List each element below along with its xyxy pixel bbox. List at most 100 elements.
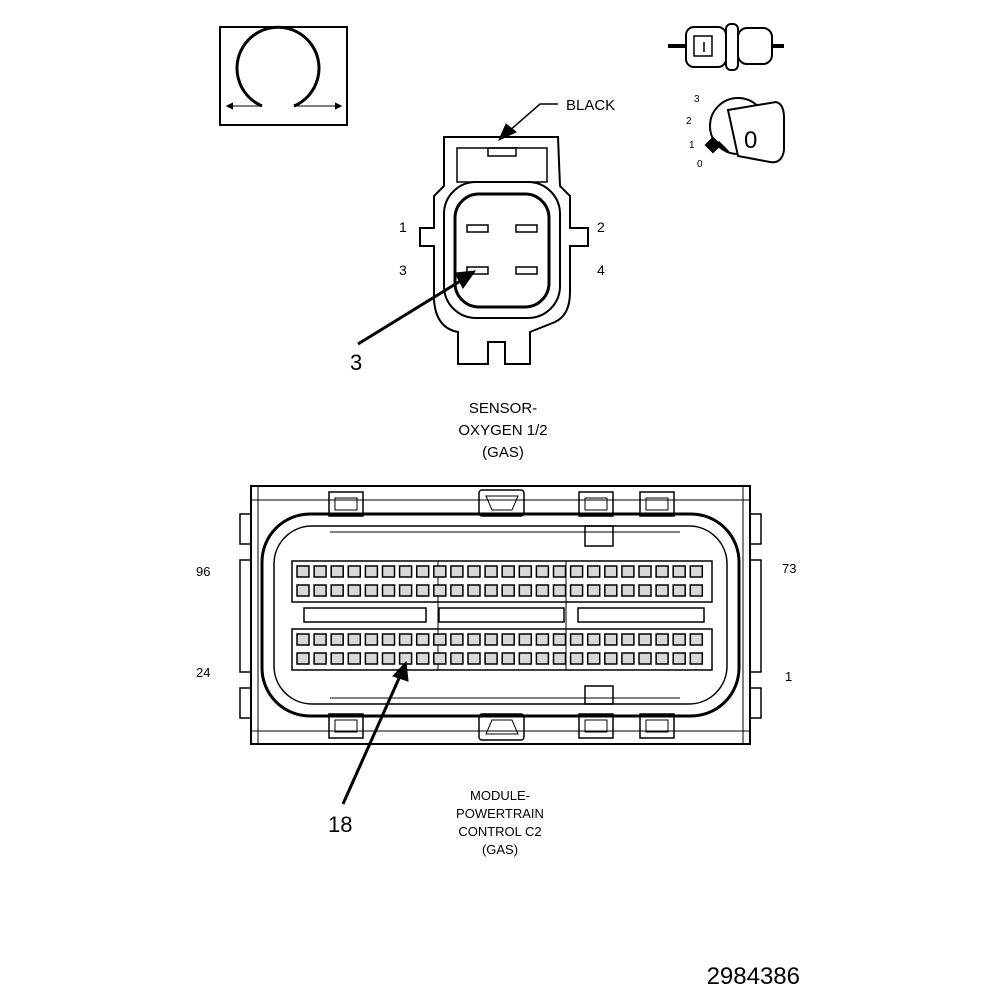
pcm-pin-cavity [484, 584, 498, 597]
pcm-pin-cavity [330, 633, 344, 646]
pcm-pin-cavity [518, 633, 533, 646]
pcm-pin-cavity [398, 633, 413, 646]
pcm-pin-cavity [518, 652, 533, 665]
key-position-labels: 3 2 1 0 [686, 94, 703, 170]
pcm-pin-cavity [347, 652, 362, 665]
pcm-pin-cavity [381, 584, 396, 597]
pcm-pin-cavity [638, 633, 652, 646]
pcm-pin-cavity [672, 652, 686, 665]
pcm-pin-cavity [330, 652, 344, 665]
pcm-pin-cavity [604, 565, 618, 578]
pcm-pin-cavity [330, 584, 344, 597]
sensor-connector-body [419, 136, 589, 365]
pcm-pin-cavity [689, 633, 704, 646]
pcm-pin-cavity [621, 652, 635, 665]
pcm-pin-24: 24 [196, 665, 210, 680]
sensor-pin-cavity [466, 224, 489, 233]
pcm-pin-cavity [655, 584, 669, 597]
sensor-pin-numbers: 1 2 3 4 [399, 219, 605, 278]
pcm-pin-cavity [347, 584, 362, 597]
pcm-pin-cavity [296, 565, 310, 578]
pcm-pin-cavity [415, 633, 430, 646]
pcm-pin-cavity [655, 633, 669, 646]
pcm-slot [438, 607, 565, 623]
sensor-title-line3: (GAS) [482, 444, 524, 461]
pcm-pin-cavity [433, 565, 447, 578]
pcm-pin-cavity [569, 652, 584, 665]
pcm-cavity-frame [291, 628, 713, 671]
pcm-pin-cavity [484, 652, 498, 665]
pcm-pin-96: 96 [196, 564, 210, 579]
pcm-pin-cavity [655, 652, 669, 665]
pcm-pin-cavity [347, 633, 362, 646]
pcm-pin-cavity [415, 652, 430, 665]
pcm-pin-cavity [296, 652, 310, 665]
pcm-pin-cavity [433, 584, 447, 597]
pcm-pin-cavity [621, 565, 635, 578]
pcm-pin-cavity [313, 565, 327, 578]
pcm-pin-cavity [415, 565, 430, 578]
color-label: BLACK [566, 97, 615, 114]
pcm-pin-cavity [672, 565, 686, 578]
pcm-pin-cavity [364, 565, 379, 578]
sensor-title: SENSOR- OXYGEN 1/2 (GAS) [458, 400, 547, 461]
ignition-key-icon [704, 97, 785, 164]
in-line-connector-icon [668, 23, 784, 71]
sensor-pin-4: 4 [597, 262, 605, 278]
pcm-pin-cavity [450, 633, 464, 646]
callout-18: 18 [328, 812, 352, 837]
sensor-pin-2: 2 [597, 219, 605, 235]
key-pos-1: 1 [689, 140, 695, 151]
pcm-pin-cavity [552, 633, 567, 646]
pcm-pin-cavity [535, 633, 550, 646]
pcm-pin-cavity [313, 652, 327, 665]
pcm-pin-cavity [381, 652, 396, 665]
pcm-pin-cavity [638, 652, 652, 665]
black-leader [498, 103, 558, 142]
pcm-pin-cavity [484, 565, 498, 578]
pcm-pin-cavity [398, 584, 413, 597]
key-pos-3: 3 [694, 94, 700, 105]
pcm-pin-cavity [689, 584, 704, 597]
pcm-pin-cavity [484, 633, 498, 646]
pcm-slots [303, 607, 705, 623]
pcm-pin-cavity [569, 633, 584, 646]
pcm-pin-cavity [552, 584, 567, 597]
sensor-title-line1: SENSOR- [469, 400, 537, 417]
pcm-pin-cavity [621, 633, 635, 646]
pcm-pin-cavity [415, 584, 430, 597]
pcm-pin-cavity [450, 584, 464, 597]
sensor-title-line2: OXYGEN 1/2 [458, 422, 547, 439]
pcm-pin-cavity [518, 565, 533, 578]
pcm-cavity-grid [291, 560, 713, 671]
pcm-pin-cavity [347, 565, 362, 578]
pcm-pin-cavity [467, 584, 481, 597]
pcm-pin-cavity [381, 565, 396, 578]
pcm-pin-cavity [655, 565, 669, 578]
pcm-pin-cavity [501, 584, 515, 597]
pcm-pin-cavity [604, 633, 618, 646]
pcm-pin-cavity [364, 584, 379, 597]
pcm-pin-cavity [330, 565, 344, 578]
callout-arrow-3 [357, 270, 477, 346]
sensor-pin-cavities [466, 224, 538, 275]
pcm-pin-cavity [535, 584, 550, 597]
pcm-pin-cavity [450, 652, 464, 665]
pcm-title-line3: CONTROL C2 [458, 824, 541, 839]
omega-symbol-icon [219, 25, 348, 126]
pcm-pin-cavity [586, 633, 601, 646]
pcm-connector-body [239, 485, 762, 745]
pcm-title-line1: MODULE- [470, 788, 530, 803]
pcm-cavity-frame [291, 560, 713, 603]
pcm-pin-73: 73 [782, 561, 796, 576]
pcm-pin-1: 1 [785, 669, 792, 684]
pcm-pin-cavity [552, 565, 567, 578]
pcm-pin-cavity [467, 633, 481, 646]
pcm-pin-cavity [586, 565, 601, 578]
pcm-title-line2: POWERTRAIN [456, 806, 544, 821]
sensor-pin-cavity [466, 266, 489, 275]
pcm-pin-cavity [604, 652, 618, 665]
pcm-pin-cavity [467, 652, 481, 665]
pcm-pin-cavity [569, 584, 584, 597]
